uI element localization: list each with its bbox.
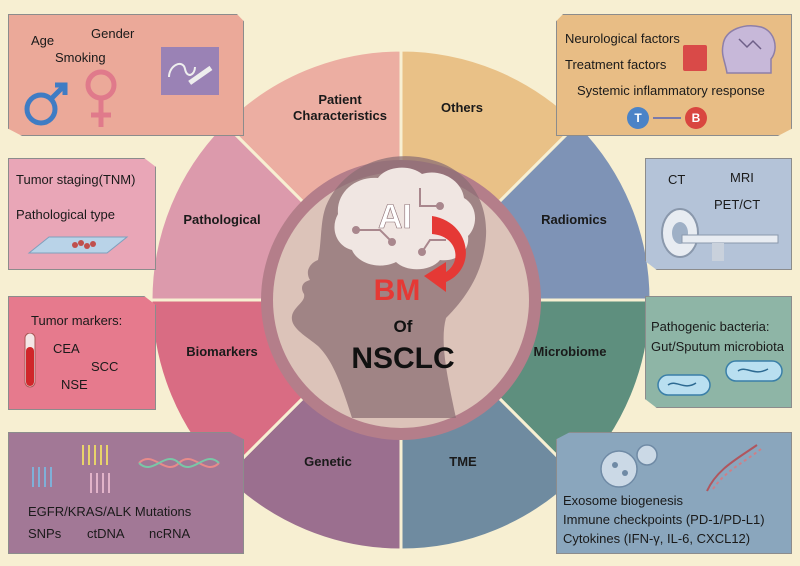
smoking-icon: [161, 47, 219, 95]
smoking-label: Smoking: [55, 50, 106, 65]
systemic-inflammatory-response-label: Systemic inflammatory response: [577, 83, 765, 98]
segment-label-genetic: Genetic: [304, 454, 352, 469]
segment-label-patient-line1: Patient: [318, 92, 362, 107]
age-label: Age: [31, 33, 55, 48]
genetic-box: EGFR/KRAS/ALK Mutations SNPs ctDNA ncRNA: [8, 432, 244, 554]
center-bm-text: BM: [374, 274, 421, 307]
treatment-factors-label: Treatment factors: [565, 57, 667, 72]
circuit-lines: [352, 188, 446, 256]
tme-box: Exosome biogenesis Immune checkpoints (P…: [556, 432, 792, 554]
ncrna-label: ncRNA: [149, 526, 191, 541]
tumor-markers-label: Tumor markers:: [31, 313, 123, 328]
mri-label: MRI: [730, 170, 754, 185]
cell-interaction-link: [653, 117, 681, 119]
bacteria-icon: [657, 360, 783, 396]
ct-scanner-icon: [661, 208, 779, 261]
pathological-type-label: Pathological type: [16, 207, 116, 222]
pet-ct-label: PET/CT: [714, 197, 761, 212]
ctdna-label: ctDNA: [87, 526, 125, 541]
segment-label-pathological: Pathological: [183, 212, 260, 227]
radiomics-box: CT MRI PET/CT: [645, 158, 792, 270]
microbiome-box: Pathogenic bacteria: Gut/Sputum microbio…: [645, 296, 792, 408]
immune-checkpoints-label: Immune checkpoints (PD-1/PD-L1): [563, 512, 765, 527]
nse-label: NSE: [61, 377, 88, 392]
biomarkers-box: Tumor markers: CEA SCC NSE: [8, 296, 156, 410]
dna-icon: [32, 445, 220, 493]
microbiota-label: Gut/Sputum microbiota: [651, 339, 784, 354]
b-cell-icon: B: [685, 107, 707, 129]
brain-icon: [334, 167, 476, 270]
curved-arrow-icon: [424, 216, 466, 292]
neurological-factors-label: Neurological factors: [565, 31, 680, 46]
gender-label: Gender: [91, 26, 135, 41]
center-of-text: Of: [394, 317, 413, 336]
female-symbol-icon: [85, 69, 117, 127]
patient-characteristics-box: Age Gender Smoking: [8, 14, 244, 136]
exosome-biogenesis-label: Exosome biogenesis: [563, 493, 683, 508]
segment-label-biomarkers: Biomarkers: [186, 344, 258, 359]
segment-label-radiomics: Radiomics: [541, 212, 607, 227]
male-symbol-icon: [24, 82, 68, 126]
head-profile-icon: [721, 25, 776, 74]
pathogenic-bacteria-label: Pathogenic bacteria:: [651, 319, 770, 334]
center-ai-text: AI: [378, 198, 412, 236]
mutations-label: EGFR/KRAS/ALK Mutations: [28, 504, 192, 519]
test-tube-icon: [24, 333, 36, 388]
snps-label: SNPs: [28, 526, 62, 541]
segment-label-microbiome: Microbiome: [534, 344, 607, 359]
cea-label: CEA: [53, 341, 80, 356]
exosome-icon: [600, 444, 762, 492]
scc-label: SCC: [91, 359, 119, 374]
cytokines-label: Cytokines (IFN-γ, IL-6, CXCL12): [563, 531, 751, 546]
t-cell-icon: T: [627, 107, 649, 129]
center-nsclc-text: NSCLC: [351, 342, 454, 375]
segment-label-others: Others: [441, 100, 483, 115]
others-box: Neurological factors Treatment factors S…: [556, 14, 792, 136]
microscope-slide-icon: [27, 236, 129, 254]
segment-label-patient-line2: Characteristics: [293, 108, 387, 123]
ct-label: CT: [668, 172, 686, 187]
pathological-box: Tumor staging(TNM) Pathological type: [8, 158, 156, 270]
segment-label-tme: TME: [449, 454, 477, 469]
tumor-staging-label: Tumor staging(TNM): [16, 172, 136, 187]
treatment-icon: [683, 45, 707, 71]
